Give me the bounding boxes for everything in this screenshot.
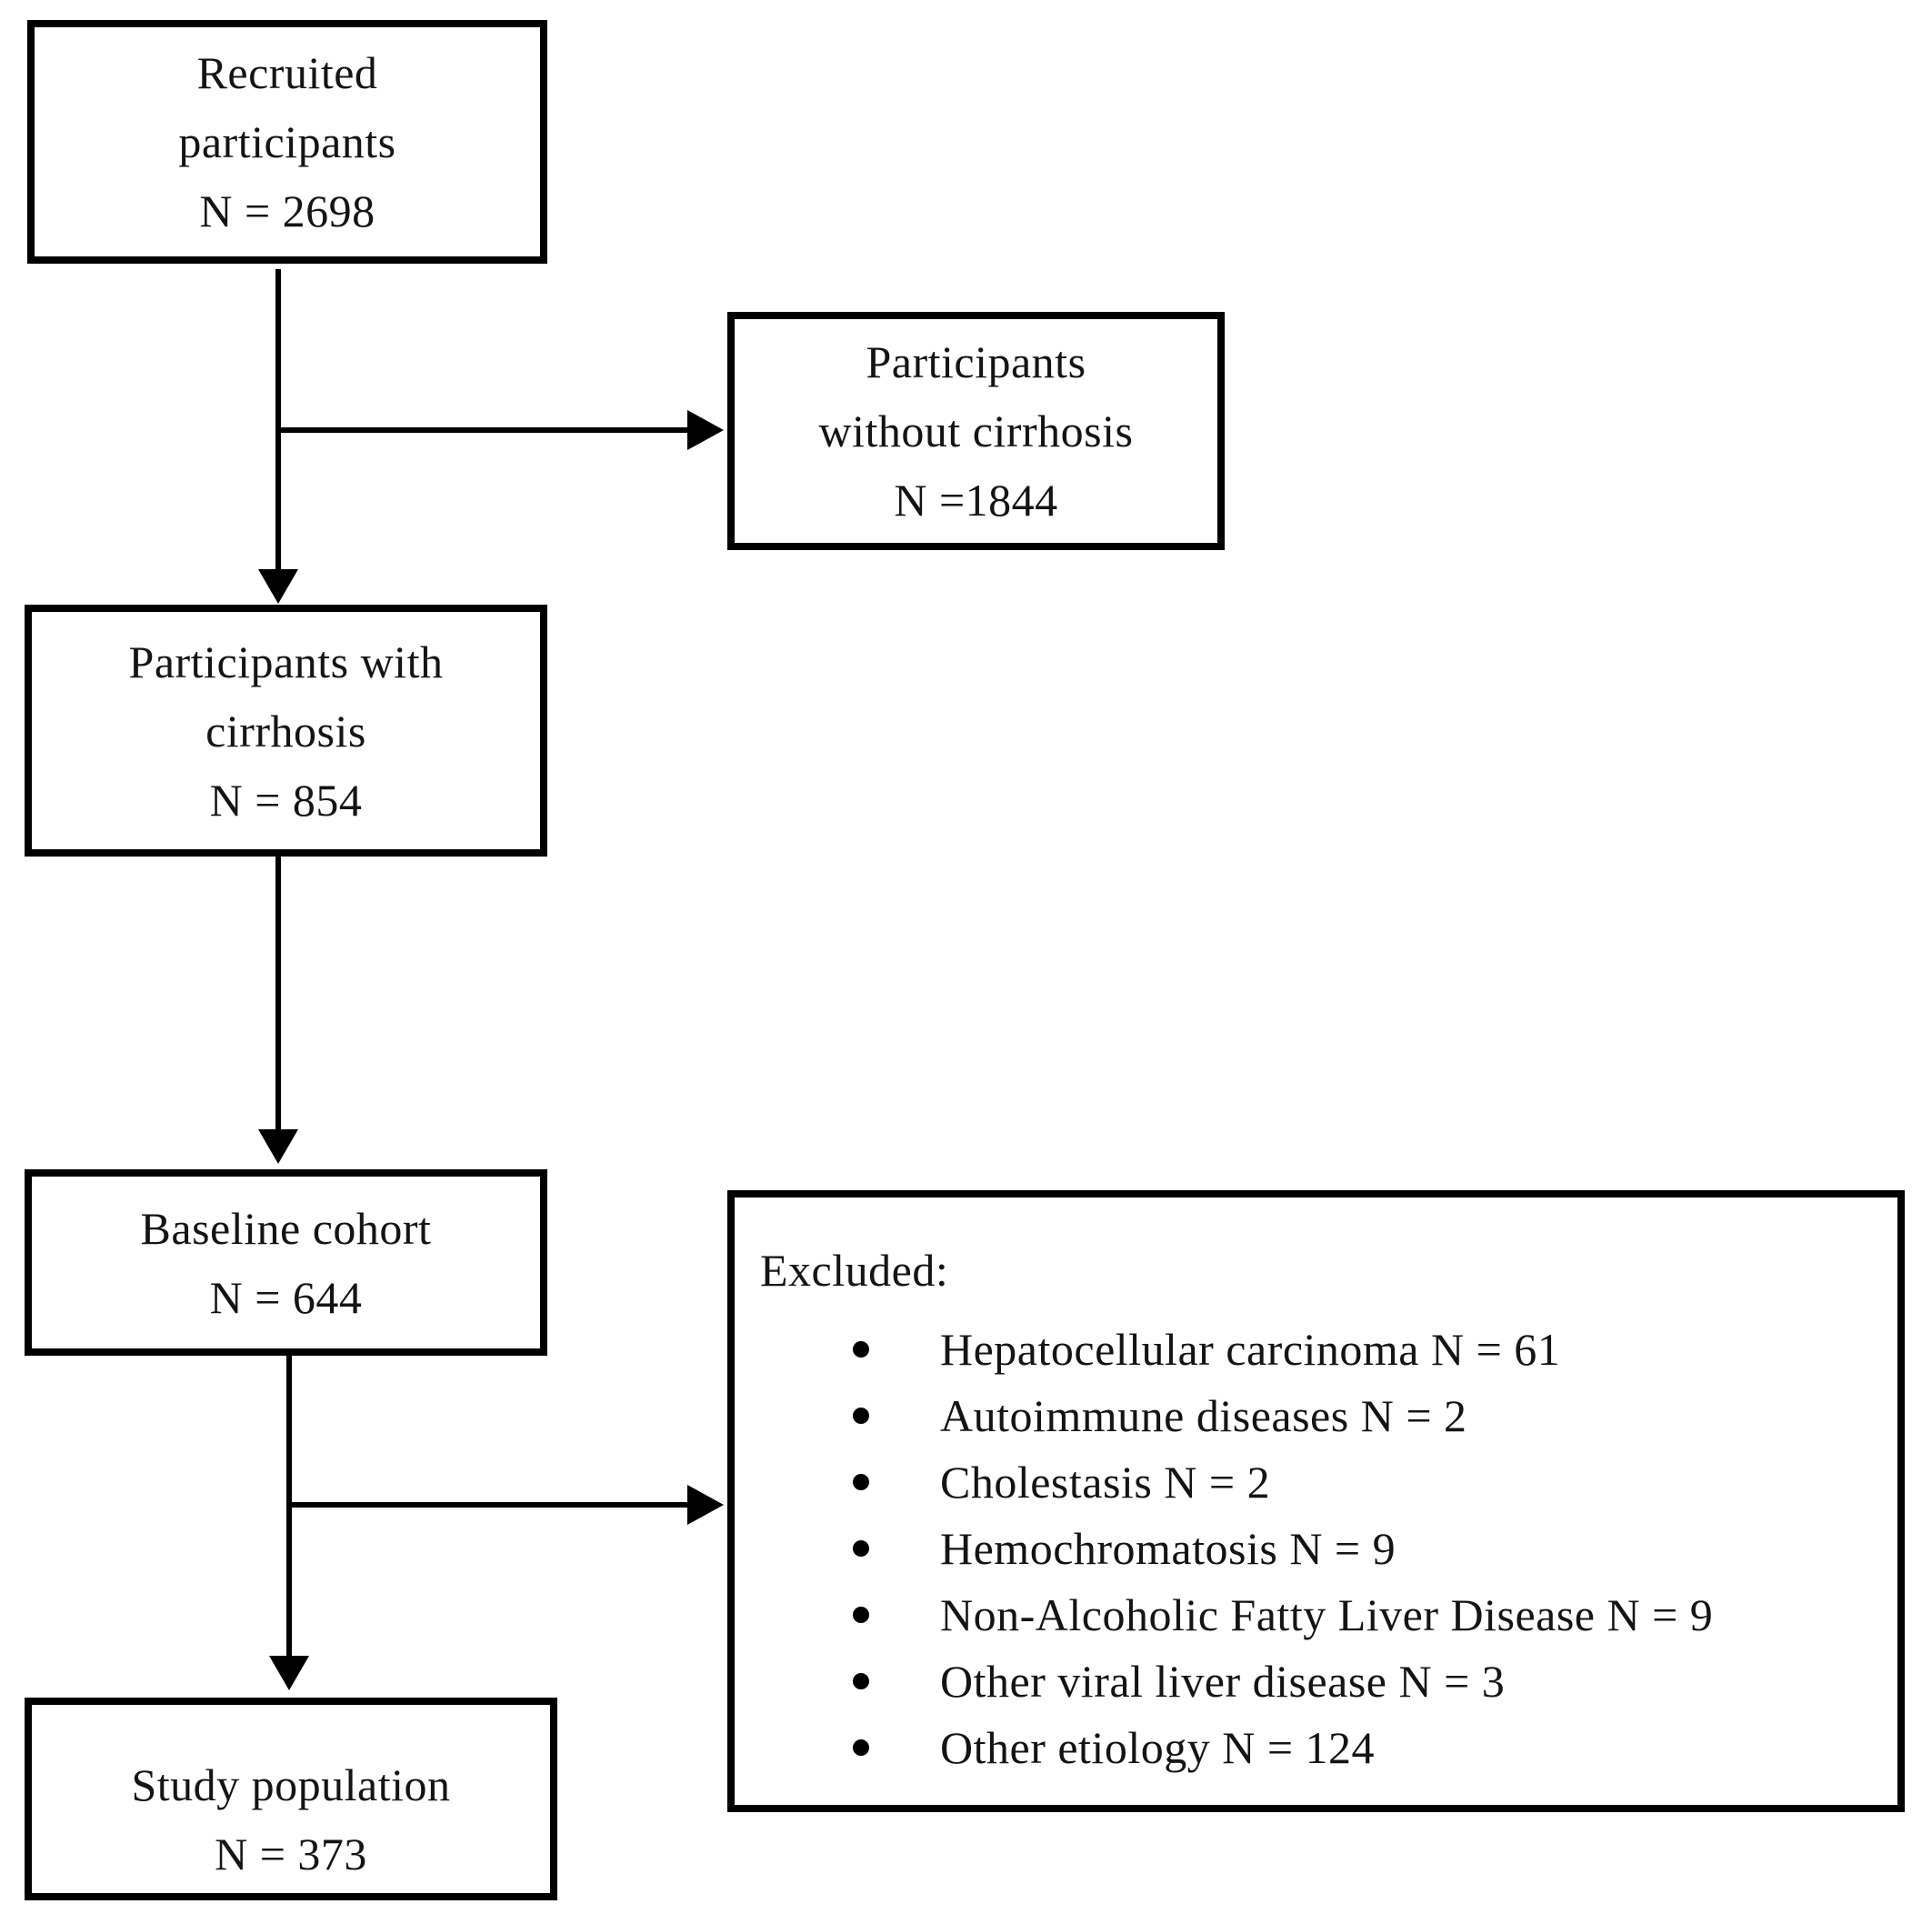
box-without-cirrhosis-line-2: without cirrhosis — [818, 406, 1134, 456]
arrow-cirrhosis-to-baseline-head-icon — [258, 1129, 298, 1164]
box-with-cirrhosis-line-2: cirrhosis — [205, 705, 366, 757]
box-baseline-cohort-count: N = 644 — [209, 1271, 363, 1323]
box-without-cirrhosis: Participants without cirrhosis N =1844 — [727, 312, 1225, 550]
arrow-baseline-to-study-head-icon — [269, 1656, 309, 1690]
arrow-recruited-to-cirrhosis-line — [275, 269, 281, 573]
excluded-item-cholestasis: Cholestasis N = 2 — [760, 1449, 1872, 1516]
arrow-branch-to-excluded-head-icon — [687, 1485, 724, 1525]
box-study-population-count: N = 373 — [215, 1828, 367, 1879]
box-with-cirrhosis-count: N = 854 — [209, 774, 363, 826]
arrow-cirrhosis-to-baseline-line — [275, 857, 281, 1131]
excluded-item-other-etiology: Other etiology N = 124 — [760, 1715, 1872, 1781]
box-study-population: Study population N = 373 — [25, 1698, 557, 1900]
excluded-list: Hepatocellular carcinoma N = 61 Autoimmu… — [760, 1317, 1872, 1781]
excluded-item-hemochromatosis: Hemochromatosis N = 9 — [760, 1516, 1872, 1582]
box-recruited-participants: Recruited participants N = 2698 — [27, 20, 547, 264]
arrow-branch-to-without-cirrhosis-line — [278, 427, 689, 433]
arrow-branch-to-excluded-line — [289, 1502, 689, 1508]
excluded-item-nafld: Non-Alcoholic Fatty Liver Disease N = 9 — [760, 1582, 1872, 1648]
box-without-cirrhosis-count: N =1844 — [894, 475, 1058, 526]
arrow-branch-to-without-cirrhosis-head-icon — [687, 410, 724, 450]
arrow-recruited-to-cirrhosis-head-icon — [258, 569, 298, 604]
box-recruited-line-1: Recruited — [196, 47, 378, 98]
box-without-cirrhosis-line-1: Participants — [866, 336, 1086, 387]
excluded-item-hepatocellular: Hepatocellular carcinoma N = 61 — [760, 1317, 1872, 1383]
box-excluded: Excluded: Hepatocellular carcinoma N = 6… — [727, 1190, 1905, 1812]
box-study-population-line-1: Study population — [131, 1759, 451, 1810]
excluded-item-other-viral: Other viral liver disease N = 3 — [760, 1648, 1872, 1715]
box-recruited-line-2: participants — [178, 116, 396, 167]
excluded-heading: Excluded: — [760, 1245, 949, 1296]
excluded-item-autoimmune: Autoimmune diseases N = 2 — [760, 1383, 1872, 1449]
box-baseline-cohort: Baseline cohort N = 644 — [25, 1169, 547, 1356]
box-baseline-cohort-line-1: Baseline cohort — [140, 1202, 432, 1254]
box-recruited-count: N = 2698 — [199, 185, 375, 236]
box-with-cirrhosis: Participants with cirrhosis N = 854 — [25, 605, 547, 857]
box-with-cirrhosis-line-1: Participants with — [128, 636, 444, 687]
